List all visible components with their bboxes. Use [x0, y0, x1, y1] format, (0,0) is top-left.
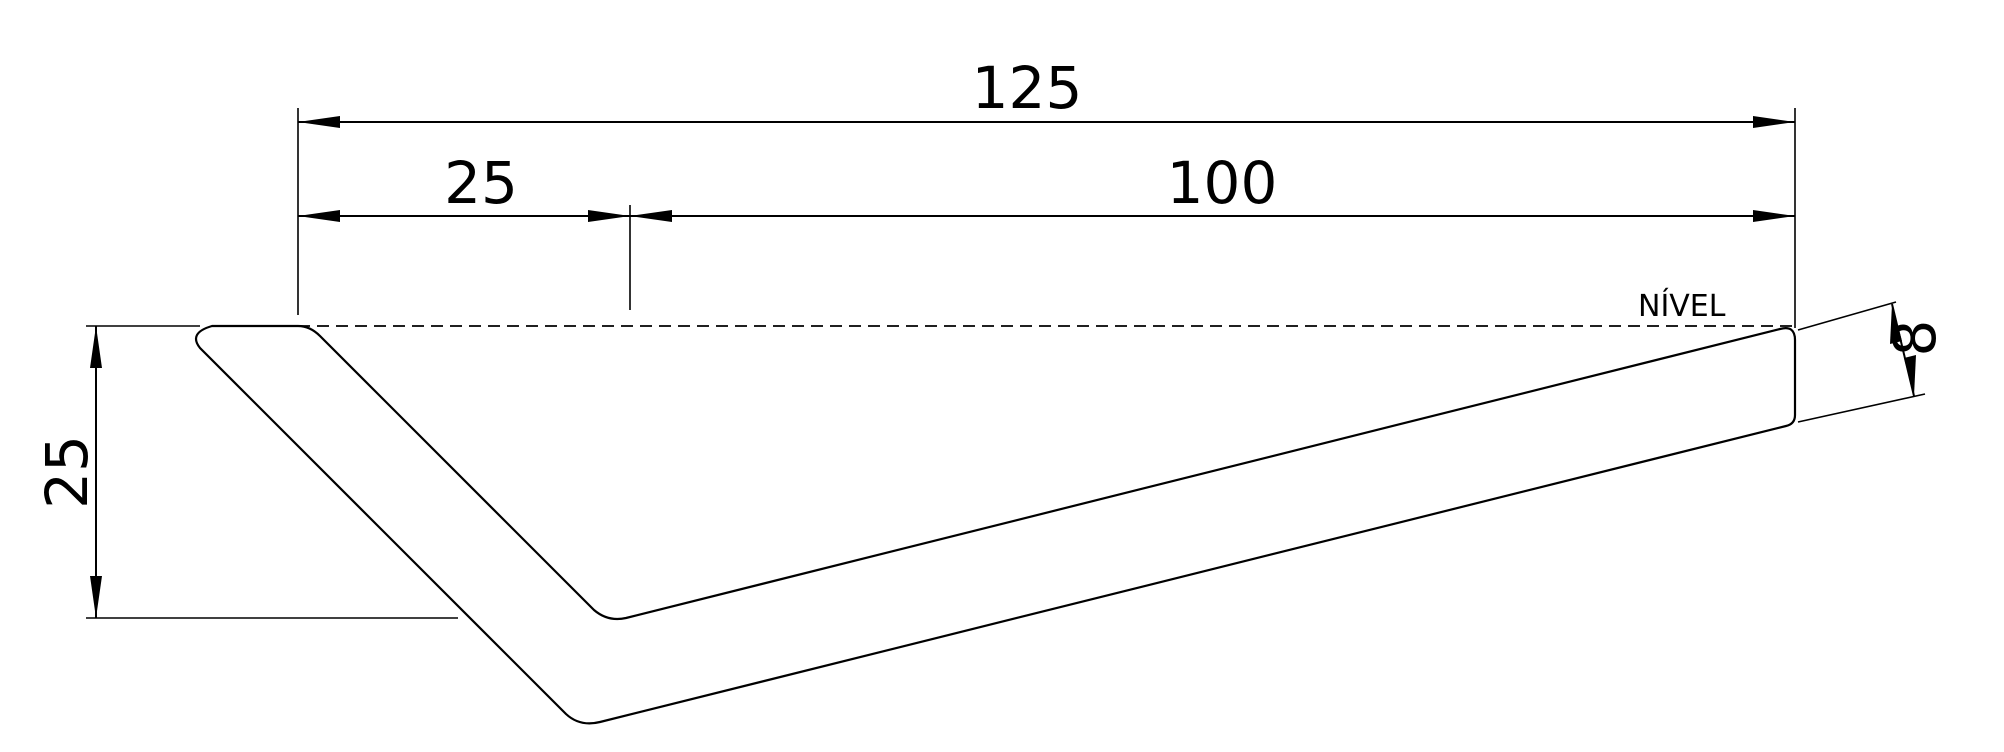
dimension-value-right: 100: [1167, 149, 1278, 217]
dimension-value-left: 25: [444, 149, 518, 217]
dimension-value-thickness: 8: [1881, 320, 1949, 357]
extension-line-thickness-bottom: [1797, 393, 1926, 423]
dimension-left: 25: [298, 149, 630, 222]
arrow-height-top: [90, 326, 102, 368]
arrow-left-overall: [298, 116, 340, 128]
arrow-left-segment-start: [298, 210, 340, 222]
arrow-right-segment-end: [1753, 210, 1795, 222]
dimension-right: 100: [630, 149, 1795, 222]
dimension-thickness: 8: [1797, 301, 1949, 423]
arrow-thickness-bottom: [1904, 355, 1916, 396]
level-label: NÍVEL: [1638, 288, 1726, 324]
dimension-value-overall: 125: [972, 54, 1083, 122]
dimension-overall: 125: [298, 54, 1795, 128]
arrow-right-segment-start: [630, 210, 672, 222]
extension-line-thickness-top: [1797, 301, 1897, 331]
arrow-thickness-top: [1890, 304, 1902, 344]
arrow-right-overall: [1753, 116, 1795, 128]
dimension-height: 25: [33, 325, 458, 619]
bracket-profile: [194, 324, 1797, 725]
arrow-left-segment-end: [588, 210, 630, 222]
dimension-value-height: 25: [33, 435, 101, 509]
arrow-height-bottom: [90, 576, 102, 618]
bracket-outline: [194, 324, 1797, 725]
